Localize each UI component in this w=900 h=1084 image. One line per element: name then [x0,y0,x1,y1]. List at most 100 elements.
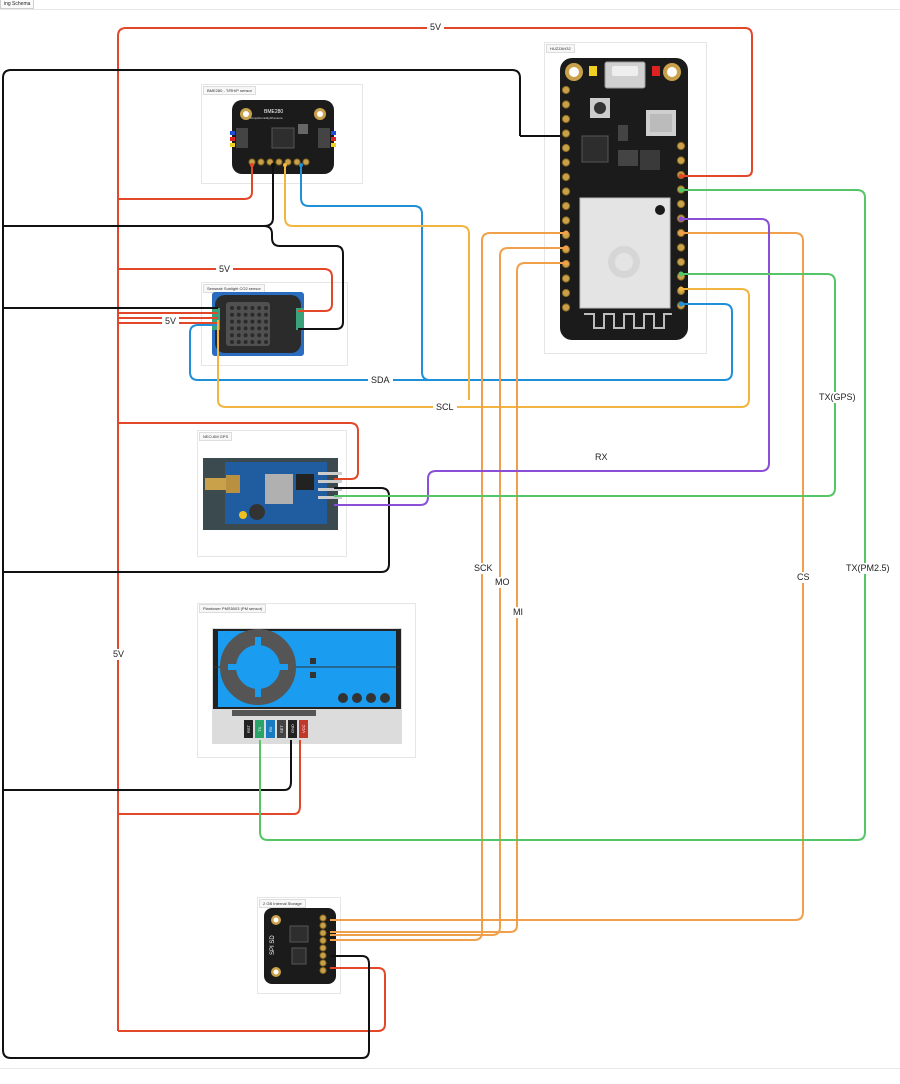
ground-wires [2,69,560,1059]
pin-markers [250,163,684,307]
label-rx: RX [592,452,611,463]
bme-pin [302,158,310,166]
huzzah-left-pin [561,216,571,225]
label-5v-left: 5V [110,649,128,660]
huzzah-right-pin [676,199,686,209]
huzzah32-board [560,58,688,340]
huzzah-right-pin [676,141,686,151]
pm-pin-vcc: VCC [299,720,308,738]
label-mi: MI [510,607,526,618]
sd-board: SPI SD [264,908,336,984]
pm-pin-gnd: GND [288,720,297,738]
co2-grille-hole [257,333,262,338]
label-5v-a: 5V [216,264,234,275]
gps-board [203,458,342,530]
co2-grille-hole [243,333,248,338]
co2-grille-hole [230,319,234,324]
co2-grille-hole [264,340,268,344]
svg-text:Temp/Humidity/Pressure: Temp/Humidity/Pressure [250,116,283,120]
sd-pin [319,929,327,937]
co2-grille-hole [236,306,241,310]
pm-pin-set: SET [277,720,286,738]
gps-title: NEO-6M GPS [199,432,233,441]
sd-pin [319,914,327,922]
co2-grille-hole [230,326,234,331]
huzzah-left-pin [561,274,571,283]
svg-text:BME280: BME280 [264,109,283,115]
huzzah-right-pin [676,257,686,267]
label-sck: SCK [471,563,496,574]
sd-pin [319,967,327,974]
svg-text:SPI SD: SPI SD [270,935,276,955]
co2-grille-hole [264,333,268,338]
label-tx-pm25: TX(PM2.5) [843,563,893,574]
co2-grille-hole [257,306,262,310]
co2-grille-hole [264,312,268,317]
label-cs: CS [794,572,813,583]
huzzah-left-pin [561,201,571,211]
co2-grille-hole [257,326,262,331]
huzzah-left-pin [561,85,571,95]
bme-pin [275,158,283,166]
co2-grille-hole [243,306,248,310]
co2-grille-hole [236,326,241,331]
sd-title: 2 GB Internal Storage [259,899,306,908]
bme-title: BME280 - T/RH/P sensor [203,86,256,95]
co2-grille-hole [250,326,255,331]
label-5v-b: 5V [162,316,180,327]
sd-pin [319,922,327,929]
co2-grille-hole [230,340,234,344]
co2-sensor-board [212,292,304,356]
huzzah-left-pin [561,187,571,196]
bme-pin [293,158,301,166]
huzzah-left-pin [561,100,571,109]
pm-pin-rst: RST [244,720,253,738]
sd-pin [319,944,327,952]
label-scl: SCL [433,402,457,413]
co2-grille-hole [250,312,255,317]
label-mo: MO [492,577,513,588]
co2-grille-hole [236,319,241,324]
huzzah-left-pin [561,288,571,298]
co2-grille-hole [236,340,241,344]
huzzah-left-pin [561,129,571,138]
sd-pin [319,952,327,959]
co2-grille-hole [236,333,241,338]
sd-pin [319,959,327,967]
huzzah-left-pin [561,143,571,153]
co2-grille-hole [243,319,248,324]
co2-grille-hole [250,333,255,338]
co2-grille-hole [243,340,248,344]
co2-grille-hole [250,306,255,310]
co2-grille-hole [250,340,255,344]
label-sda: SDA [368,375,393,386]
bme-pin [266,158,274,166]
bottom-divider [0,1068,900,1069]
power-wires [117,27,753,1032]
co2-grille-hole [264,326,268,331]
huzzah-left-pin [561,158,571,167]
bme-pin [284,158,292,166]
co2-grille-hole [264,319,268,324]
sd-pin [319,937,327,944]
co2-grille-hole [264,306,268,310]
pm-title: Plantower PMS5003 (PM sensor) [199,604,267,613]
bme280-board: BME280 Temp/Humidity/Pressure [230,100,336,174]
label-tx-gps: TX(GPS) [816,392,859,403]
co2-grille-hole [230,306,234,310]
pm-pin-rx: RX [266,720,275,738]
scl-wires [217,165,750,408]
rx-wire [334,218,770,506]
sda-wires [189,165,733,381]
document-tab[interactable]: ing Schema [0,0,35,9]
co2-grille-hole [243,326,248,331]
bme-pin [257,158,265,166]
co2-grille-hole [230,312,234,317]
top-divider [0,9,900,10]
co2-grille-hole [257,340,262,344]
label-5v-top: 5V [427,22,445,33]
huzzah-left-pin [561,114,571,124]
huzzah-title: HUZZAH32 [546,44,575,53]
co2-grille-hole [230,333,234,338]
